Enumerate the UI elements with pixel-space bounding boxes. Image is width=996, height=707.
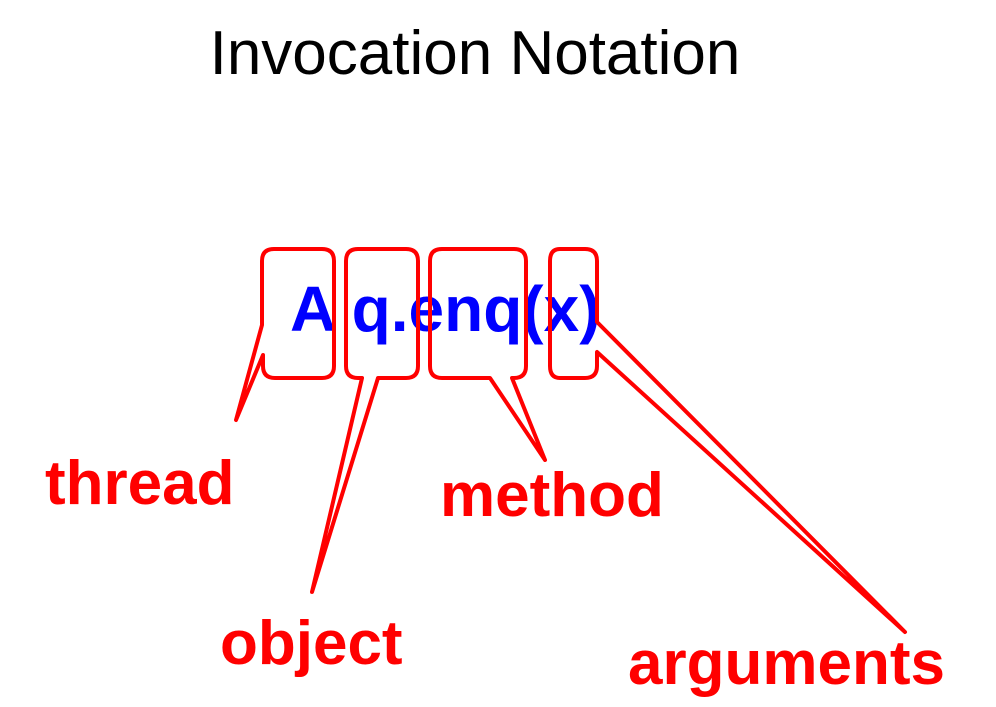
thread-label: thread bbox=[45, 449, 235, 518]
object-callout bbox=[310, 247, 420, 594]
method-label: method bbox=[440, 461, 664, 530]
arguments-label: arguments bbox=[628, 629, 945, 698]
arguments-callout bbox=[548, 247, 907, 634]
invocation-expression: A q.enq(x) bbox=[290, 273, 601, 345]
method-callout bbox=[428, 247, 547, 462]
thread-callout bbox=[234, 247, 336, 422]
slide-title: Invocation Notation bbox=[209, 19, 741, 88]
object-label: object bbox=[220, 609, 403, 678]
